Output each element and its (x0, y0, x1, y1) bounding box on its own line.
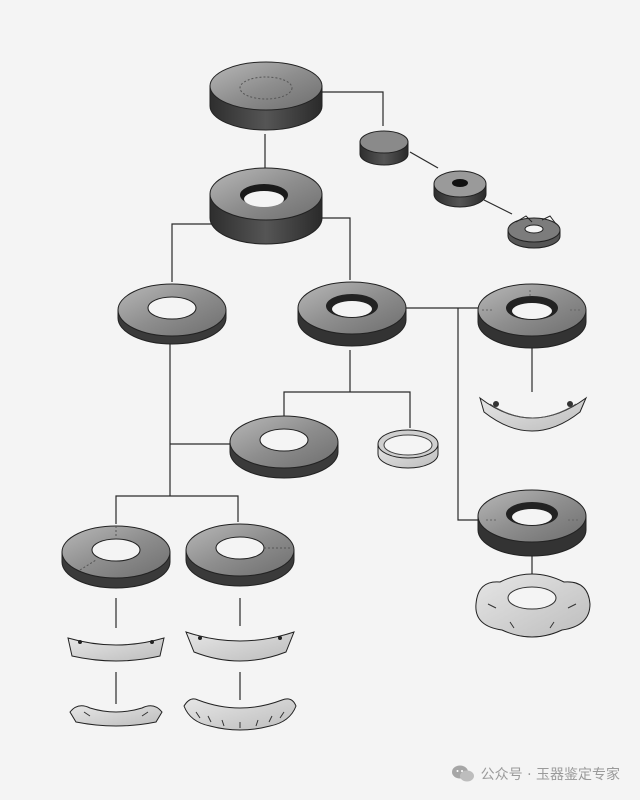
drilled-core-cylinder (360, 131, 408, 165)
flat-ring-middle (230, 416, 338, 478)
connector-small-ring-to-carved (484, 200, 512, 214)
thick-ring-right (298, 282, 406, 346)
watermark-text: 公众号 · 玉器鉴定专家 (481, 764, 620, 784)
sliced-thin-ring-left (118, 284, 226, 344)
plain-arc-left (68, 638, 164, 661)
carved-arc-right (184, 699, 296, 730)
ring-lower-right (186, 524, 294, 586)
decorated-ring-upper-right (478, 284, 586, 348)
bored-thick-ring (210, 168, 322, 244)
connector-mid-split (284, 350, 410, 428)
connector-disk-to-core (322, 92, 383, 126)
carved-crescent-pendant (476, 574, 590, 637)
plain-arc-right (186, 632, 294, 661)
connector-core-to-small-ring (410, 152, 438, 168)
ring-lower-left (62, 526, 170, 588)
carved-small-bead (508, 216, 560, 248)
decorated-ring-lower-right (478, 490, 586, 556)
bangle-ring (378, 430, 438, 468)
small-ring-bead (434, 171, 486, 207)
wechat-icon (451, 764, 475, 784)
connector-bottom-split (116, 496, 238, 524)
carved-arc-left (70, 706, 162, 726)
carved-huang-pendant-right (480, 398, 586, 431)
connector-right-branch (406, 308, 480, 520)
watermark: 公众号 · 玉器鉴定专家 (451, 764, 620, 784)
raw-jade-disk (210, 62, 322, 130)
